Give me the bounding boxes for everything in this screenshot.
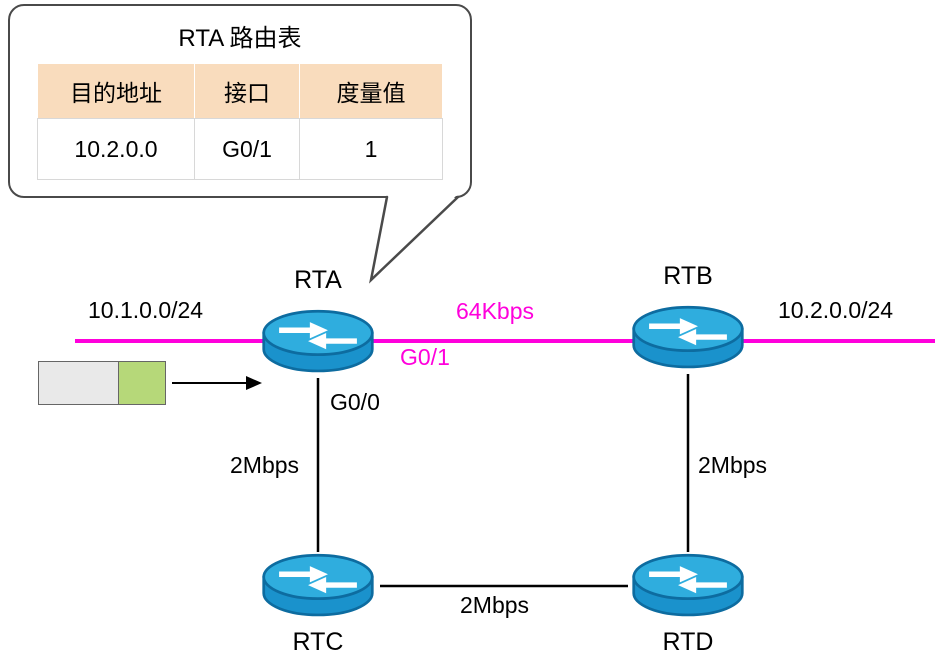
router-rtd-label: RTD — [662, 628, 714, 656]
rtc-rtd-bandwidth-label: 2Mbps — [460, 592, 530, 618]
router-rtc-label: RTC — [292, 628, 344, 656]
left-network-label: 10.1.0.0/24 — [88, 297, 204, 323]
rta-g00-interface-label: G0/0 — [330, 389, 380, 415]
rta-routing-table-callout: RTA 路由表 目的地址 接口 度量值 10.2.0.0 G0/1 1 — [8, 4, 472, 198]
router-rta-label: RTA — [294, 266, 342, 294]
rtb-rtd-bandwidth-label: 2Mbps — [698, 452, 768, 478]
right-network-label: 10.2.0.0/24 — [778, 297, 894, 323]
packet-direction-arrow — [172, 376, 262, 390]
rta-rtb-bandwidth-label: 64Kbps — [456, 298, 535, 324]
packet-payload-segment — [118, 362, 165, 404]
router-rtd-icon — [626, 548, 750, 624]
header-interface: 接口 — [194, 63, 300, 119]
routing-table-header-row: 目的地址 接口 度量值 — [37, 63, 443, 119]
callout-title: RTA 路由表 — [178, 25, 302, 52]
packet-box — [38, 361, 166, 405]
cell-metric: 1 — [299, 118, 443, 180]
rta-rtc-bandwidth-label: 2Mbps — [230, 452, 300, 478]
router-rtb-icon — [626, 300, 750, 376]
router-rtb-label: RTB — [663, 262, 713, 290]
cell-interface: G0/1 — [194, 118, 300, 180]
router-rta-icon — [256, 304, 380, 380]
header-destination: 目的地址 — [37, 63, 195, 119]
cell-destination: 10.2.0.0 — [37, 118, 195, 180]
rta-g01-interface-label: G0/1 — [400, 344, 450, 370]
header-metric: 度量值 — [299, 63, 443, 119]
routing-table: 目的地址 接口 度量值 10.2.0.0 G0/1 1 — [37, 63, 443, 180]
router-rtc-icon — [256, 548, 380, 624]
packet-header-segment — [39, 362, 118, 404]
routing-table-row: 10.2.0.0 G0/1 1 — [37, 118, 443, 180]
